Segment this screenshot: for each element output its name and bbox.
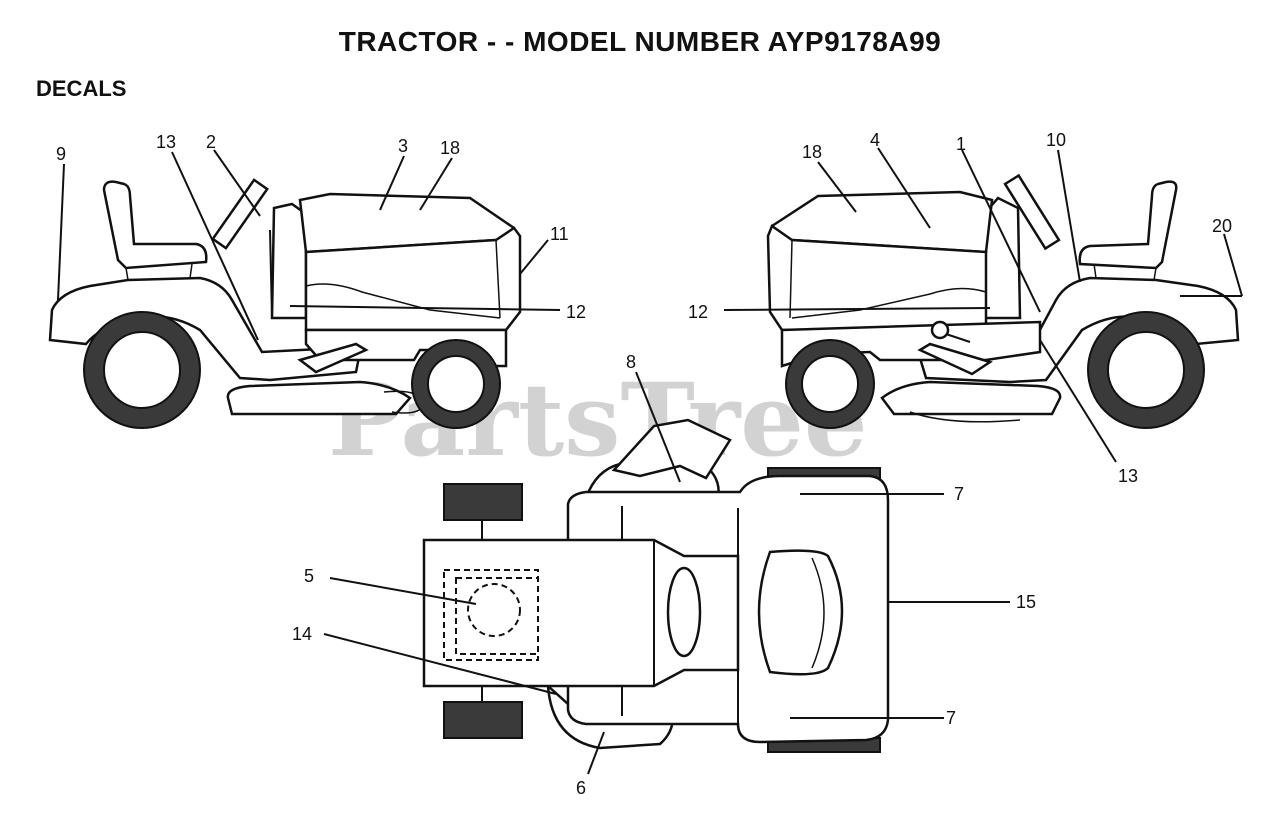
callout-12-left: 12 [566,302,586,322]
ignition-knob-right [930,320,950,340]
callout-4: 4 [870,130,880,150]
tractor-left-side-view [48,178,522,429]
callout-18-left: 18 [440,138,460,158]
seat-contour-top [811,557,825,669]
mower-deck-right [880,380,1062,416]
callout-7-lower: 7 [946,708,956,728]
callout-1: 1 [956,134,966,154]
decal-panel-inner [455,577,539,655]
page-title: TRACTOR - - MODEL NUMBER AYP9178A99 [338,26,942,57]
grille-line-right [789,239,793,319]
leader-2 [213,149,261,217]
leader-18-left [419,157,453,211]
discharge-chute-top [611,418,732,480]
footrest-left [297,342,369,374]
front-tire-top-lower [443,701,523,739]
steering-wheel-right [1003,173,1061,251]
callout-9: 9 [56,144,66,164]
section-heading: DECALS [36,76,127,101]
leader-5 [329,577,477,605]
mower-deck-left [226,380,412,416]
leader-13-left [171,151,259,341]
callout-11: 11 [550,224,569,244]
tractor-top-view [422,418,890,753]
hood-contour-right [791,287,987,319]
leader-11 [519,239,549,275]
callout-15: 15 [1016,592,1036,612]
callout-14: 14 [292,624,312,644]
callout-12-right: 12 [688,302,708,322]
leader-13-right [1039,339,1117,463]
tractor-right-side-view [766,173,1240,429]
callout-18-right: 18 [802,142,822,162]
callout-labels: 9 13 2 3 18 11 12 18 4 1 10 20 12 13 8 7… [56,130,1232,798]
seat-left [102,180,208,270]
front-tire-top-upper [443,483,523,521]
grille-line-left [495,239,501,319]
leader-6 [587,731,605,775]
leader-8 [635,371,681,483]
callout-6: 6 [576,778,586,798]
seat-right [1078,180,1178,270]
leader-4 [877,147,931,229]
decal-panel-outline [443,569,539,661]
steering-wheel-left [211,178,269,250]
leader-20 [1223,233,1243,297]
callout-13-left: 13 [156,132,176,152]
seat-top [757,549,844,676]
leader-9 [57,163,65,301]
steering-wheel-top [666,566,702,658]
callout-8: 8 [626,352,636,372]
leader-3 [379,155,405,211]
rear-hub-right [1107,331,1185,409]
callout-10: 10 [1046,130,1066,150]
dash-left [270,202,308,320]
deck-chute-right [909,411,1021,423]
callout-7-upper: 7 [954,484,964,504]
leader-lines [57,147,1243,775]
leader-12-left [289,305,561,311]
callout-3: 3 [398,136,408,156]
hood-contour-left [305,283,501,319]
footrest-right [917,342,993,376]
leader-12-right [723,307,991,311]
leader-18-right [817,161,857,213]
decal-circle-outline [467,583,521,637]
front-hub-left [427,355,485,413]
leader-1 [961,149,1041,313]
hood-top-view [422,538,740,688]
front-hub-right [801,355,859,413]
leader-10 [1057,149,1081,283]
callout-13-right: 13 [1118,466,1138,486]
ignition-lever-right [945,333,971,343]
leader-14 [323,633,557,695]
rear-hub-left [103,331,181,409]
callout-2: 2 [206,132,216,152]
callout-5: 5 [304,566,314,586]
callout-20: 20 [1212,216,1232,236]
